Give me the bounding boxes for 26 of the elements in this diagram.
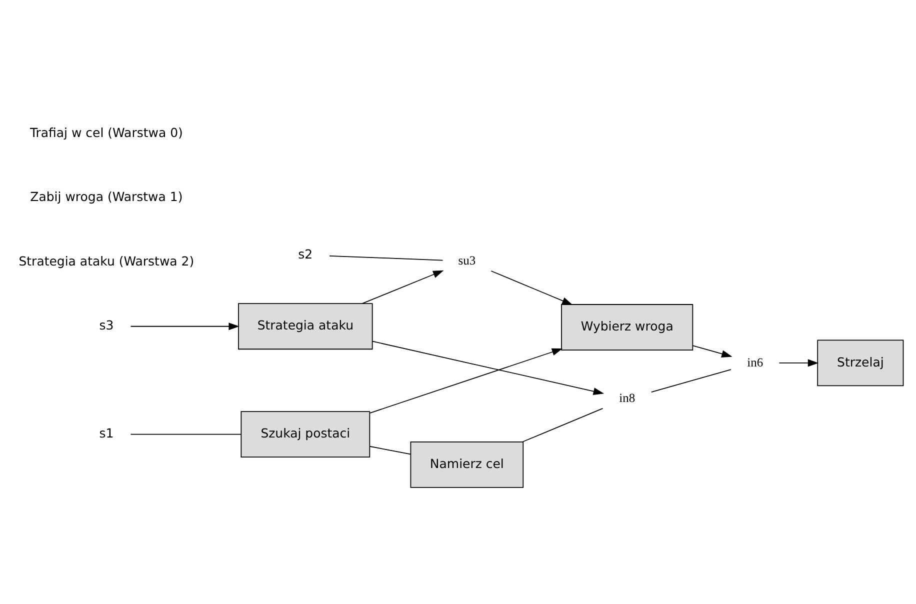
connector <box>369 445 411 454</box>
arrow <box>490 270 573 304</box>
arrow <box>369 348 563 413</box>
label: Trafiaj w cel (Warstwa 0) <box>30 124 183 140</box>
label: Zabij wroga (Warstwa 1) <box>30 188 183 204</box>
connector <box>130 433 242 434</box>
node-text: s2 <box>298 246 313 261</box>
node-box: Namierz cel <box>410 440 524 488</box>
node-box: Strategia ataku <box>238 302 373 350</box>
node-text: s3 <box>99 317 114 332</box>
node-text: in8 <box>619 390 636 404</box>
label: Strategia ataku (Warstwa 2) <box>18 252 194 268</box>
connector <box>329 254 444 260</box>
connector <box>522 408 604 442</box>
arrow <box>692 344 732 357</box>
node-text: s1 <box>99 425 114 440</box>
arrow <box>372 340 604 394</box>
node-box: Wybierz wroga <box>561 304 694 350</box>
arrow <box>130 322 240 330</box>
node-text: su3 <box>458 253 476 268</box>
arrow <box>778 358 819 366</box>
node-box: Strzelaj <box>817 339 904 386</box>
arrow <box>362 270 444 304</box>
node-text: in6 <box>747 354 764 369</box>
connector <box>650 368 732 392</box>
node-box: Szukaj postaci <box>240 410 370 458</box>
